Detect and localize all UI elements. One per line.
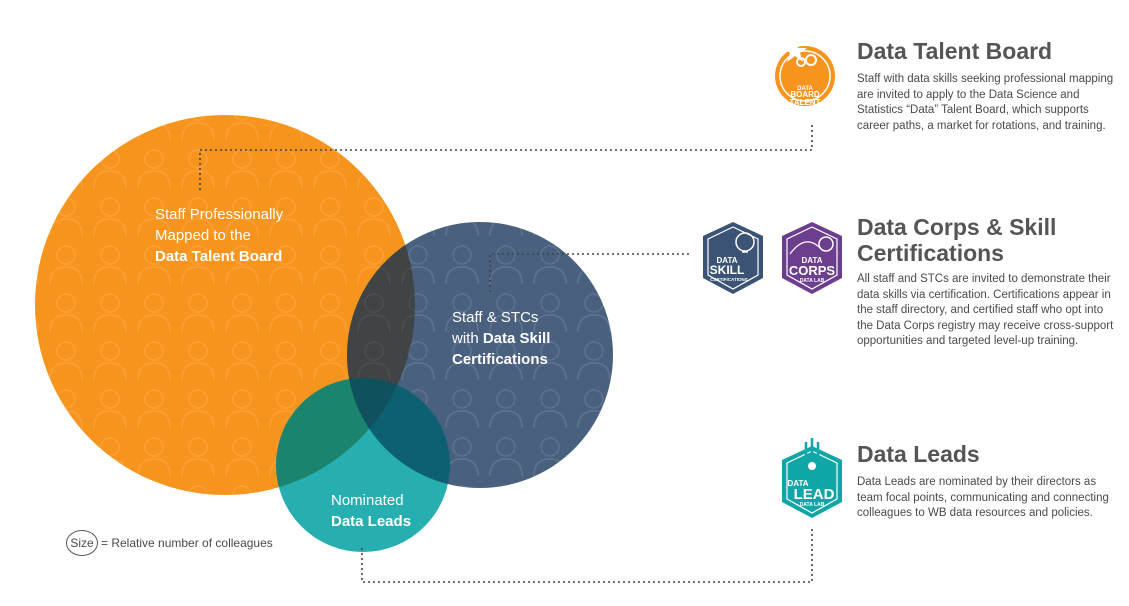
svg-text:CERTIFICATIONS: CERTIFICATIONS <box>710 277 747 282</box>
talent-board-description: Staff with data skills seeking professio… <box>857 73 1114 132</box>
data-lead-badge-icon: DATA LEAD DATA LAB <box>782 438 842 518</box>
data-corps-title-line2: Certifications <box>857 240 1004 266</box>
connector-skill <box>489 253 690 292</box>
data-corps-title-line1: Data Corps & Skill <box>857 214 1057 240</box>
svg-text:LEAD: LEAD <box>794 486 835 503</box>
svg-text:CORPS: CORPS <box>789 263 836 278</box>
svg-text:DATA LAB: DATA LAB <box>800 502 825 508</box>
size-legend-text: = Relative number of colleagues <box>101 536 273 550</box>
data-leads-panel: Data Leads Data Leads are nominated by t… <box>857 441 1122 522</box>
data-talent-board-badge-icon: DATA BOARD TALENT <box>775 40 835 107</box>
connector-leads <box>361 528 813 583</box>
svg-text:BOARD: BOARD <box>790 90 820 99</box>
data-corps-badge-icon: DATA CORPS DATA LAB <box>782 222 842 294</box>
data-corps-title: Data Corps & Skill Certifications <box>857 214 1122 266</box>
svg-text:DATA: DATA <box>801 256 822 265</box>
svg-text:DATA: DATA <box>797 86 813 92</box>
svg-text:DATA: DATA <box>787 479 808 488</box>
size-legend: Size = Relative number of colleagues <box>66 529 273 557</box>
svg-text:SKILL: SKILL <box>710 263 745 277</box>
data-corps-description: All staff and STCs are invited to demons… <box>857 273 1114 348</box>
data-skill-badge-icon: DATA SKILL CERTIFICATIONS <box>703 222 763 294</box>
svg-text:DATA LAB: DATA LAB <box>800 278 825 284</box>
connector-talent-board <box>199 122 813 190</box>
talent-board-panel: Data Talent Board Staff with data skills… <box>857 38 1122 134</box>
talent-board-title: Data Talent Board <box>857 38 1053 64</box>
size-legend-circle: Size <box>66 530 98 556</box>
data-leads-description: Data Leads are nominated by their direct… <box>857 476 1109 520</box>
svg-text:DATA: DATA <box>716 256 737 265</box>
svg-text:TALENT: TALENT <box>790 98 821 107</box>
data-corps-panel: Data Corps & Skill Certifications All st… <box>857 214 1122 350</box>
data-leads-title: Data Leads <box>857 441 980 467</box>
